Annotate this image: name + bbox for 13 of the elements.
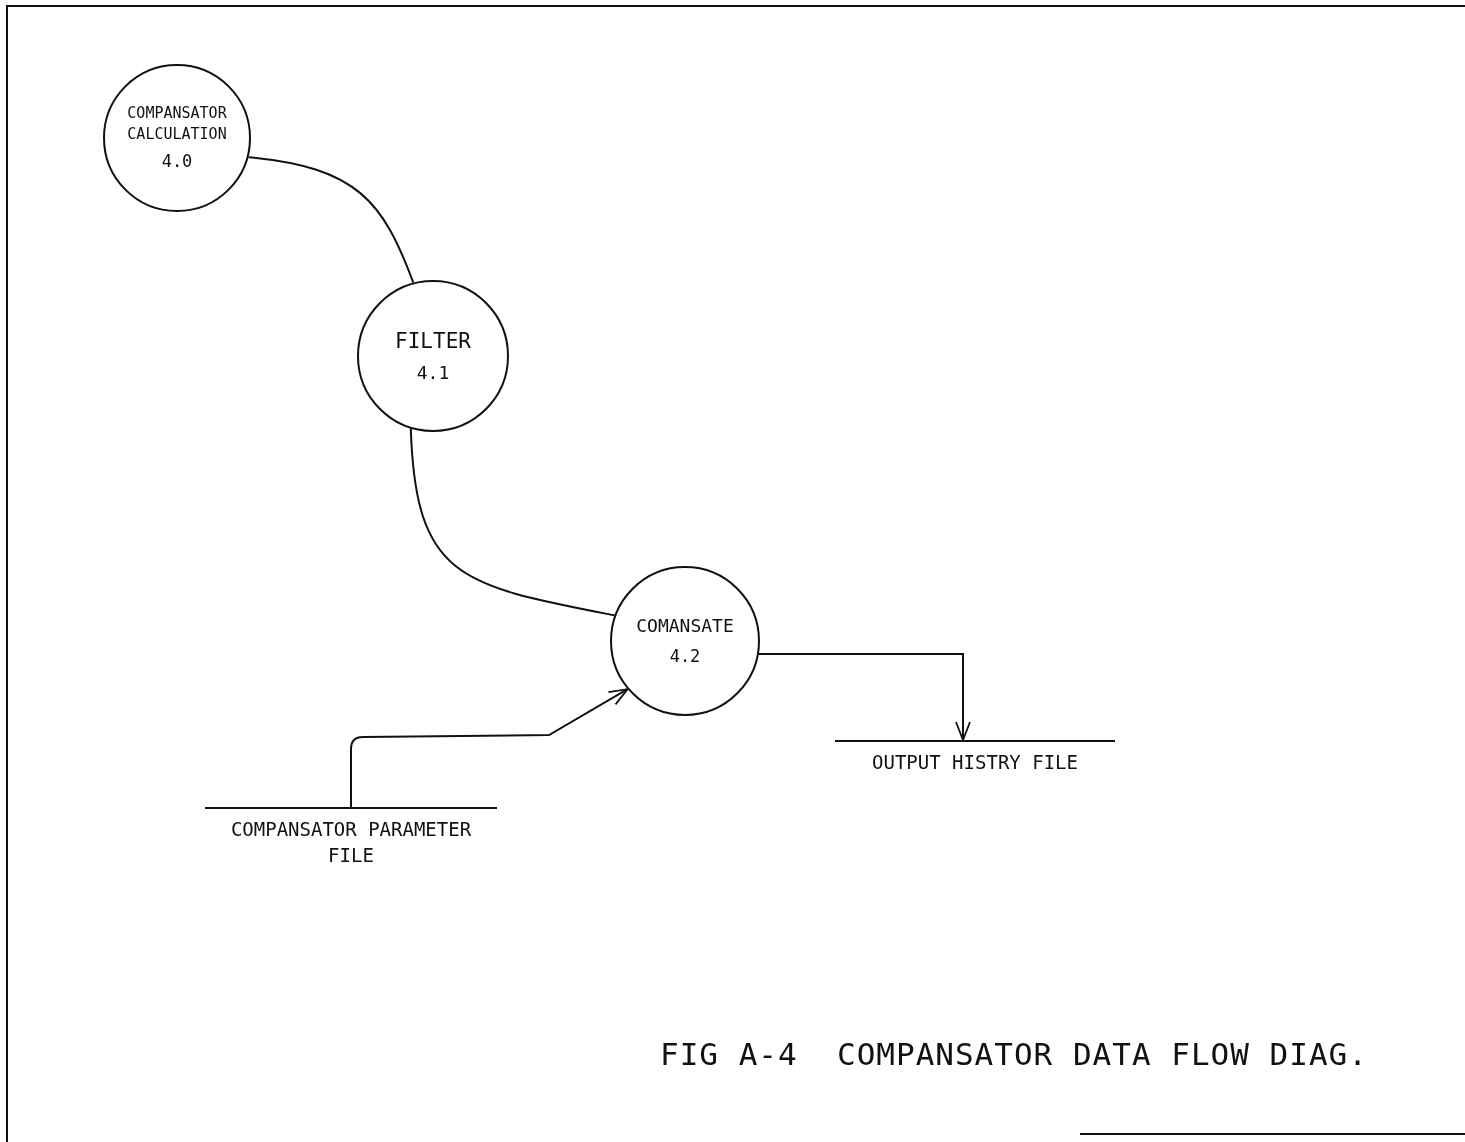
node-label: OUTPUT HISTRY FILE — [872, 750, 1078, 775]
node-label: COMANSATE — [636, 614, 734, 639]
connector-line — [247, 156, 415, 284]
arrow — [350, 688, 629, 808]
connector-line — [409, 427, 616, 617]
process-number: 4.1 — [416, 361, 450, 385]
process-number: 4.2 — [669, 644, 701, 668]
figure-caption: FIG A-4 COMPANSATOR DATA FLOW DIAG. — [660, 1036, 1368, 1072]
node-label: FILTER — [395, 327, 471, 355]
node-label: COMPANSATOR PARAMETER FILE — [229, 817, 473, 868]
process-number: 4.0 — [161, 149, 193, 173]
node-label: COMPANSATOR CALCULATION — [126, 103, 228, 144]
arrow — [757, 653, 971, 741]
